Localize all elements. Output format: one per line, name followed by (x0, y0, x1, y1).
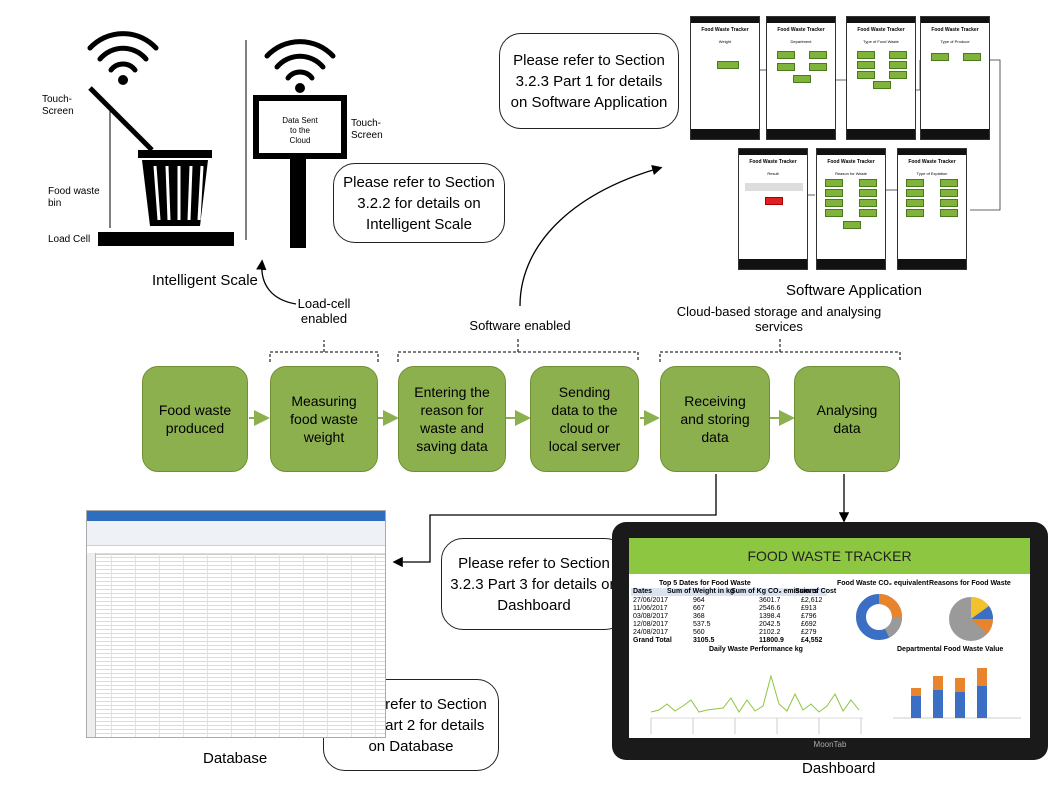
group-label-cloud: Cloud-based storage and analysing servic… (676, 304, 882, 334)
table-cell: £796 (801, 613, 817, 620)
table-cell: 1398.4 (759, 613, 781, 620)
wifi-icon (87, 31, 159, 73)
step-analysing-data: Analysing data (794, 366, 900, 472)
line-chart-title: Daily Waste Performance kg (709, 646, 803, 653)
table-cell: 964 (693, 597, 705, 604)
app-screen-department: Food Waste Tracker Department (766, 16, 836, 140)
table-cell: 12/08/2017 (633, 621, 669, 628)
database-spreadsheet (86, 510, 386, 738)
co2-chart-title: Food Waste CO₂ equivalent (837, 580, 929, 587)
table-cell: £279 (801, 629, 817, 636)
step-food-waste-produced: Food waste produced (142, 366, 248, 472)
table-cell: 560 (693, 629, 705, 636)
reasons-chart-title: Reasons for Food Waste (929, 580, 1011, 587)
table-cell: 24/08/2017 (633, 629, 669, 636)
app-screen-type-of-produce: Food Waste Tracker Type of Produce (920, 16, 990, 140)
table-header-cell: Sum of Kg CO₂ emissions (731, 588, 818, 595)
step-sending-data: Sending data to the cloud or local serve… (530, 366, 639, 472)
tablet-brand: MoonTab (813, 740, 847, 749)
bracket-load-cell (269, 351, 379, 362)
table-cell: 368 (693, 613, 705, 620)
load-cell-label: Load Cell (48, 234, 91, 245)
table-cell: £913 (801, 605, 817, 612)
device-touch-screen-label: Touch- Screen (351, 118, 383, 141)
callout-dashboard: Please refer to Section 3.2.3 Part 3 for… (441, 538, 627, 630)
table-header-cell: Sum of Cost (795, 588, 837, 595)
table-header-cell: Dates (633, 588, 653, 595)
departmental-bar-chart (893, 668, 1021, 719)
group-label-software: Software enabled (469, 318, 571, 333)
software-application-caption: Software Application (786, 282, 922, 299)
app-screen-type-of-explation: Food Waste Tracker Type of Explation (897, 148, 967, 270)
step-entering-reason: Entering the reason for waste and saving… (398, 366, 506, 472)
daily-waste-line-chart (650, 674, 863, 734)
device-screen-text: Data Sent to the Cloud (282, 116, 318, 145)
table-total-cell: 11800.9 (759, 637, 784, 644)
dashboard-screen: FOOD WASTE TRACKER Top 5 Dates for Food … (629, 538, 1030, 738)
callout-scale: Please refer to Section 3.2.2 for detail… (333, 163, 505, 243)
table-cell: 3601.7 (759, 597, 781, 604)
bracket-software (397, 351, 639, 362)
intelligent-scale-caption: Intelligent Scale (152, 272, 258, 289)
touch-screen-label: Touch- Screen (42, 94, 74, 117)
app-screen-type-of-food-waste: Food Waste Tracker Type of Food Waste (846, 16, 916, 140)
scale-device-illustration (250, 36, 350, 250)
bar-chart-title: Departmental Food Waste Value (897, 646, 1004, 653)
bracket-cloud (659, 351, 901, 362)
table-cell: 2042.5 (759, 621, 781, 628)
table-total-cell: Grand Total (633, 637, 672, 644)
dashboard-caption: Dashboard (802, 760, 876, 777)
table-header-cell: Sum of Weight in kg (667, 588, 735, 595)
co2-donut-chart (856, 594, 902, 640)
spreadsheet-grid (87, 553, 385, 737)
table-cell: 2102.2 (759, 629, 781, 636)
step-receiving-storing: Receiving and storing data (660, 366, 770, 472)
arrow-to-app (519, 165, 663, 307)
group-label-load-cell: Load-cell enabled (297, 296, 351, 326)
dashboard-header: FOOD WASTE TRACKER (629, 538, 1030, 574)
table-cell: 11/06/2017 (633, 605, 668, 612)
reasons-pie-chart (949, 596, 994, 641)
database-caption: Database (203, 750, 268, 767)
callout-software: Please refer to Section 3.2.3 Part 1 for… (499, 33, 679, 129)
bin-scale-drawing (87, 31, 234, 246)
food-waste-bin-label: Food waste bin (48, 186, 100, 209)
table-total-cell: 3105.5 (693, 637, 715, 644)
app-screen-reason-for-waste: Food Waste Tracker Reason for Waste (816, 148, 886, 270)
table-title: Top 5 Dates for Food Waste (659, 580, 751, 587)
table-cell: 03/08/2017 (633, 613, 669, 620)
table-cell: 27/06/2017 (633, 597, 669, 604)
table-cell: 667 (693, 605, 705, 612)
table-cell: 2546.6 (759, 605, 781, 612)
table-cell: £692 (801, 621, 817, 628)
app-screen-weight: Food Waste Tracker Weight (690, 16, 760, 140)
intelligent-scale-illustration (40, 28, 240, 250)
table-cell: 537.5 (693, 621, 711, 628)
table-total-cell: £4,552 (801, 637, 823, 644)
table-cell: £2,612 (801, 597, 823, 604)
arrow-to-database (392, 474, 717, 568)
wifi-icon (264, 39, 336, 81)
step-measuring-weight: Measuring food waste weight (270, 366, 378, 472)
app-screen-result: Food Waste Tracker Result (738, 148, 808, 270)
arrow-to-scale (256, 259, 297, 305)
